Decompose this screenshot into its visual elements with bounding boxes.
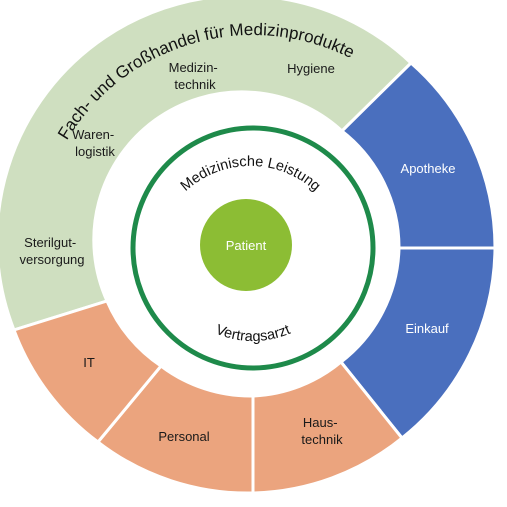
label-hygiene: Hygiene	[287, 61, 335, 76]
label-warenlogistik: Waren- logistik	[72, 127, 118, 159]
label-haustechnik: Haus- technik	[301, 415, 343, 447]
segment-it	[12, 299, 164, 445]
segment-fachhandel	[0, 0, 411, 330]
label-sterilgut: Sterilgut- versorgung	[19, 235, 84, 267]
center-label: Patient	[226, 238, 267, 253]
center-circle	[200, 199, 292, 291]
inner-ring-bottom-label: Vertragsarzt	[213, 322, 292, 345]
label-medizintechnik: Medizin- technik	[169, 60, 222, 92]
label-it: IT	[83, 355, 95, 370]
label-personal: Personal	[158, 429, 209, 444]
label-apotheke: Apotheke	[401, 161, 456, 176]
label-einkauf: Einkauf	[405, 321, 449, 336]
